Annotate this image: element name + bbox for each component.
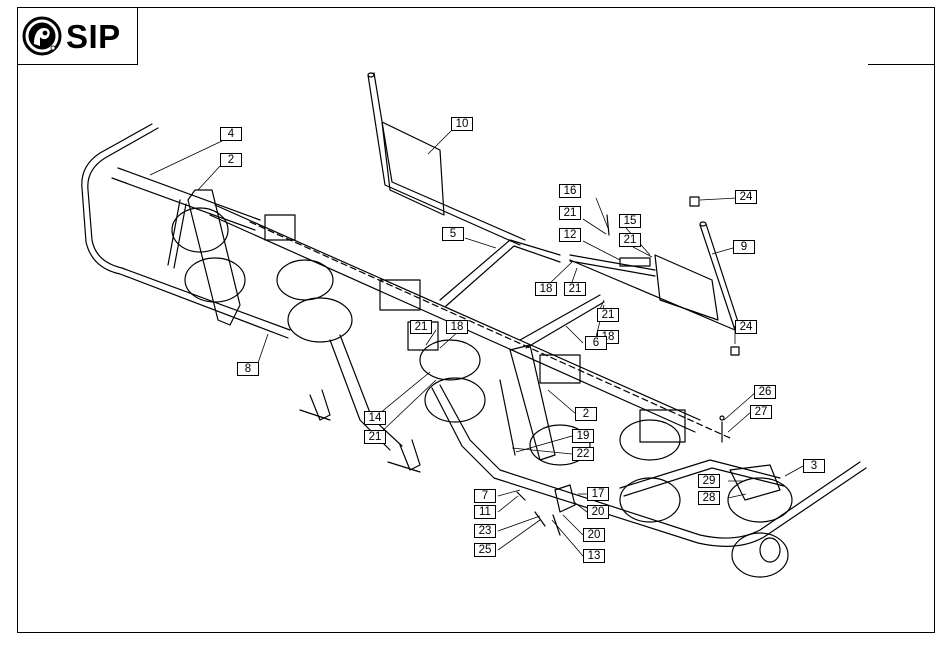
rotor-1 [172, 208, 228, 252]
callout-28: 28 [698, 491, 720, 505]
callout-8: 8 [237, 362, 259, 376]
gearbox-28-29 [730, 465, 780, 500]
callout-21: 21 [410, 320, 432, 334]
rotor-6 [425, 378, 485, 422]
callout-13: 13 [583, 549, 605, 563]
callout-20: 20 [583, 528, 605, 542]
callout-6: 6 [585, 336, 607, 350]
bar-12 [570, 255, 655, 270]
callout-4: 4 [220, 127, 242, 141]
tine-guard-9 [570, 225, 735, 330]
rotor-5 [420, 340, 480, 380]
callout-26: 26 [754, 385, 776, 399]
callout-12: 12 [559, 228, 581, 242]
callout-9: 9 [733, 240, 755, 254]
hitch-left [310, 390, 330, 420]
tine-guard-10 [368, 75, 520, 245]
guard-plate-9 [655, 255, 718, 320]
callout-21: 21 [559, 206, 581, 220]
callout-14: 14 [364, 411, 386, 425]
callout-24: 24 [735, 190, 757, 204]
callout-29: 29 [698, 474, 720, 488]
callout-25: 25 [474, 543, 496, 557]
hitch-right [400, 440, 420, 470]
callout-16: 16 [559, 184, 581, 198]
callout-22: 22 [572, 447, 594, 461]
callout-19: 19 [572, 429, 594, 443]
rotor-2 [185, 258, 245, 302]
rotor-3 [277, 260, 333, 300]
callout-18: 18 [535, 282, 557, 296]
callout-15: 15 [619, 214, 641, 228]
callout-3: 3 [803, 459, 825, 473]
callout-5: 5 [442, 227, 464, 241]
rotor-4 [288, 298, 352, 342]
callout-11: 11 [474, 505, 496, 519]
callout-23: 23 [474, 524, 496, 538]
rotor-10 [620, 420, 680, 460]
callout-20: 20 [587, 505, 609, 519]
callout-21: 21 [619, 233, 641, 247]
left-frame-tube-inner [82, 124, 288, 338]
callout-18: 18 [446, 320, 468, 334]
rotor-8 [620, 478, 680, 522]
callout-21: 21 [564, 282, 586, 296]
callout-10: 10 [451, 117, 473, 131]
callout-21: 21 [364, 430, 386, 444]
callout-2: 2 [575, 407, 597, 421]
left-beam-top [118, 168, 260, 220]
callout-7: 7 [474, 489, 496, 503]
callout-27: 27 [750, 405, 772, 419]
cross-tube-6 [520, 295, 600, 340]
left-beam-bottom [112, 178, 255, 230]
callout-24: 24 [735, 320, 757, 334]
callout-17: 17 [587, 487, 609, 501]
callout-21: 21 [597, 308, 619, 322]
callout-2: 2 [220, 153, 242, 167]
